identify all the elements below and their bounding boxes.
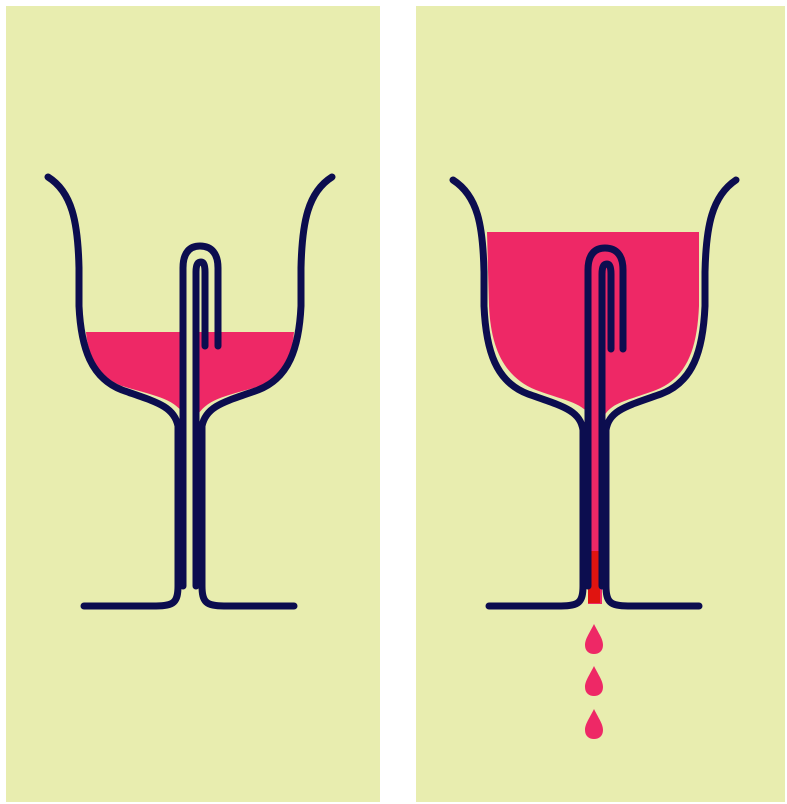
- falling-drops: [585, 624, 603, 739]
- drop-1: [585, 624, 603, 654]
- panel-overflowing: [416, 6, 785, 802]
- drop-2: [585, 666, 603, 696]
- cup-left-illustration: [6, 6, 380, 802]
- drop-3: [585, 709, 603, 739]
- panel-partially-filled: [6, 6, 380, 802]
- cup-right-illustration: [416, 6, 785, 802]
